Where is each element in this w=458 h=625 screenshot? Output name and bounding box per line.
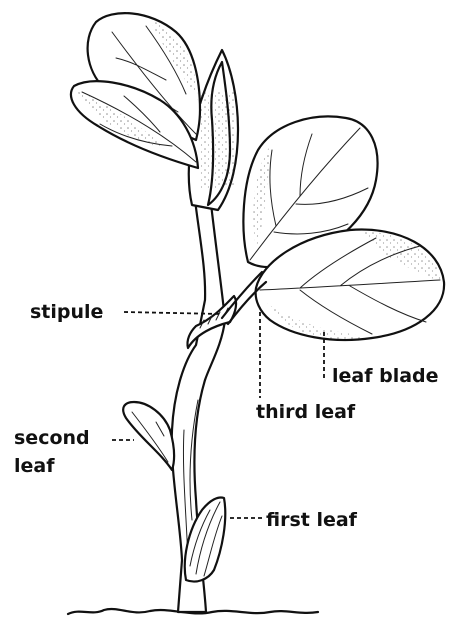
label-second-leaf-line2: leaf <box>14 455 55 477</box>
label-third-leaf: third leaf <box>256 401 356 423</box>
label-stipule: stipule <box>30 301 103 323</box>
label-second-leaf-line1: second <box>14 427 90 449</box>
label-first-leaf: first leaf <box>266 509 358 531</box>
shoot-tip-stipple <box>200 90 234 190</box>
label-leaf-blade: leaf blade <box>332 365 439 387</box>
